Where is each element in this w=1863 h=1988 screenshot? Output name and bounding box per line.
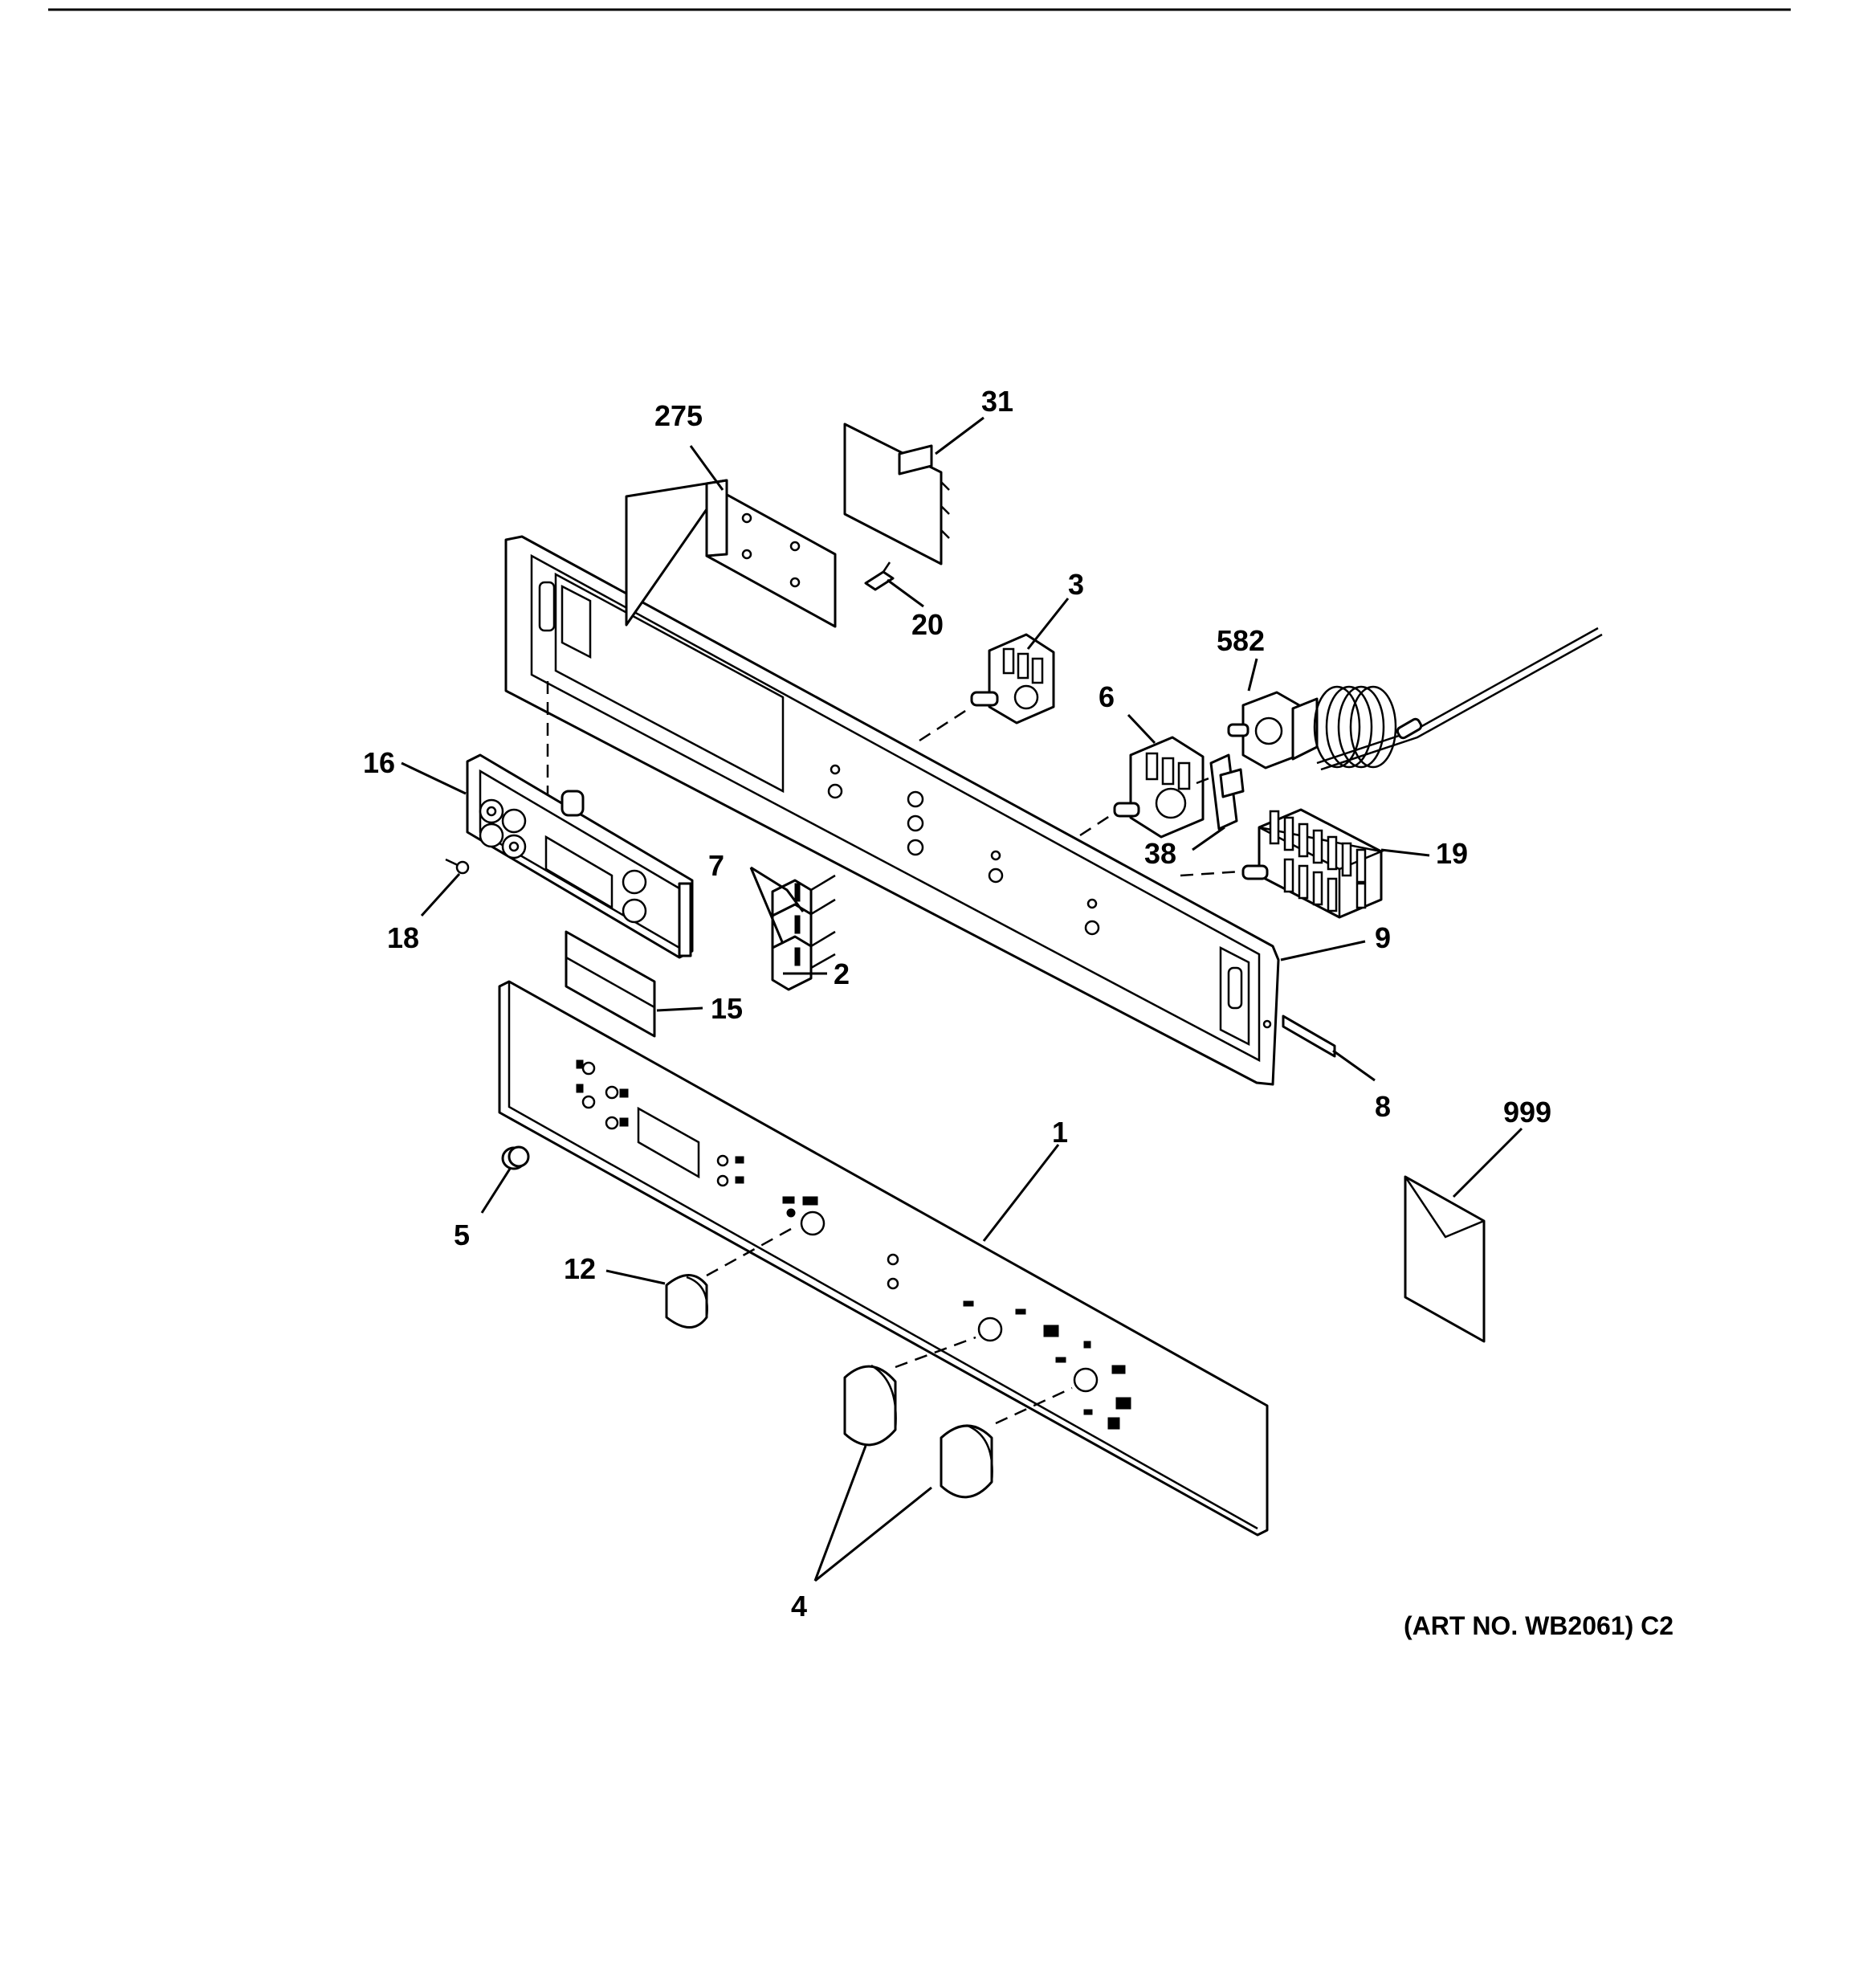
part-1-faceplate (498, 980, 1269, 1537)
alignment-lines (546, 681, 1241, 1425)
part-7-switches (771, 874, 836, 991)
callout-999: 999 (1503, 1096, 1551, 1129)
callout-7: 7 (708, 849, 724, 882)
part-999-envelope (1404, 1175, 1486, 1343)
callout-1: 1 (1052, 1116, 1068, 1149)
callout-labels: 275 31 20 3 582 6 38 19 9 8 999 1 16 18 … (363, 385, 1551, 1623)
part-18-screw (445, 858, 470, 875)
callout-4: 4 (791, 1590, 807, 1623)
callout-31: 31 (981, 385, 1013, 418)
part-9-backsplash-frame (504, 535, 1280, 1086)
part-275-bracket (625, 479, 837, 628)
callout-19: 19 (1436, 837, 1468, 870)
callout-18: 18 (387, 921, 419, 954)
part-16-control-module (466, 753, 694, 959)
callout-15: 15 (711, 992, 743, 1025)
leader-lines (401, 416, 1523, 1582)
part-31-circuit-board (843, 423, 950, 565)
callout-16: 16 (363, 746, 395, 779)
art-number-label: (ART NO. WB2061) C2 (1404, 1611, 1673, 1640)
callout-5: 5 (454, 1219, 470, 1251)
callout-9: 9 (1375, 921, 1391, 954)
part-38-clip (1209, 753, 1245, 831)
callout-3: 3 (1068, 568, 1084, 601)
part-5-knob (501, 1145, 530, 1170)
callout-38: 38 (1144, 837, 1176, 870)
part-20-clip (864, 561, 895, 591)
part-3-switch (970, 633, 1055, 725)
part-4-knobs (843, 1364, 993, 1499)
part-8-strip (1282, 1014, 1336, 1058)
part-12-knob (665, 1274, 708, 1329)
callout-2: 2 (834, 957, 850, 990)
callout-6: 6 (1099, 680, 1115, 713)
callout-20: 20 (911, 608, 944, 641)
callout-275: 275 (654, 399, 703, 432)
part-582-thermostat (1227, 627, 1603, 771)
callout-8: 8 (1375, 1090, 1391, 1123)
part-19-selector-switch (1241, 808, 1385, 919)
callout-582: 582 (1217, 624, 1265, 657)
part-6-switch (1113, 736, 1205, 839)
part-15-overlay (565, 930, 656, 1038)
callout-12: 12 (564, 1252, 596, 1285)
